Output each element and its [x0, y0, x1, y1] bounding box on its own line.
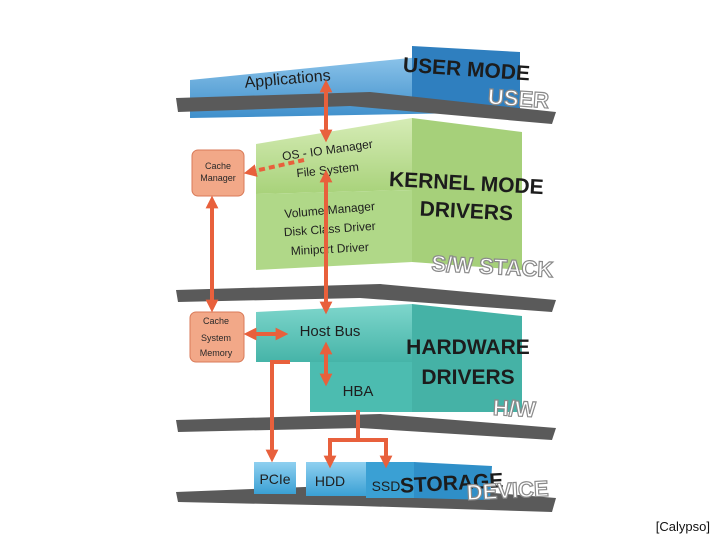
hardware-mode-line2: DRIVERS	[421, 366, 514, 389]
user-layer: Applications USER MODE USER	[176, 46, 556, 124]
hw-tag: H/W	[492, 395, 536, 422]
cache-memory-line3: Memory	[200, 348, 233, 358]
user-tag: USER	[487, 84, 550, 113]
host-bus-label: Host Bus	[300, 323, 361, 340]
kernel-mode-line2: DRIVERS	[419, 198, 513, 226]
ssd-label: SSD	[372, 478, 401, 494]
hba-label: HBA	[343, 383, 374, 400]
credit-label: [Calypso]	[656, 519, 710, 534]
cache-manager-line1: Cache	[205, 161, 231, 171]
hardware-mode-line1: HARDWARE	[406, 336, 530, 359]
device-layer: PCIe HDD SSD STORAGE DEVICE	[176, 462, 556, 512]
hdd-label: HDD	[315, 473, 345, 489]
software-layer: Cache Manager OS - IO Manager File Syste…	[176, 118, 556, 312]
arrow-hostbus-to-pcie	[272, 362, 290, 456]
cache-manager-line2: Manager	[200, 173, 236, 183]
pcie-label: PCIe	[259, 471, 290, 487]
hardware-layer: Cache System Memory Host Bus HBA HARDWAR…	[176, 304, 556, 440]
cache-memory-line1: Cache	[203, 316, 229, 326]
arrow-hba-to-ssd	[358, 440, 386, 460]
sw-stack-tag: S/W STACK	[431, 251, 554, 282]
device-tag: DEVICE	[466, 476, 549, 505]
cache-memory-line2: System	[201, 333, 231, 343]
